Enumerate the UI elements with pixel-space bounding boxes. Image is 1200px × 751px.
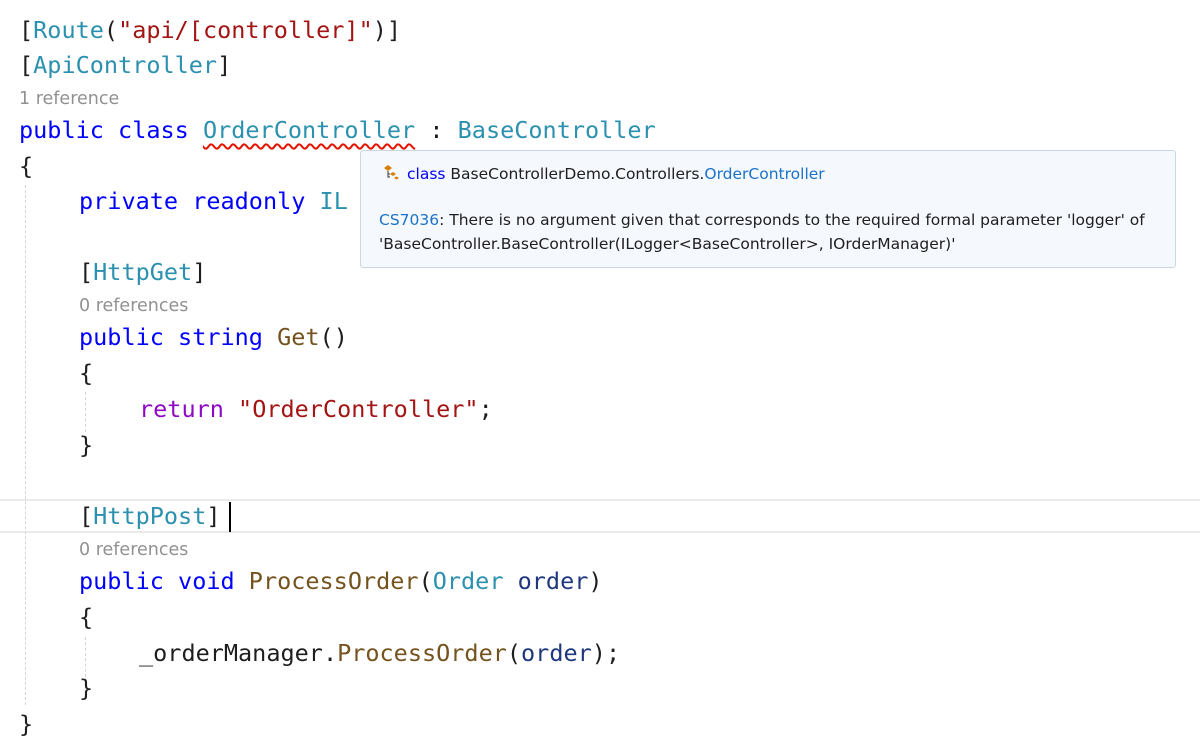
tooltip-error-line-2: 'BaseController.BaseController(ILogger<B… (379, 235, 956, 253)
bracket: ] (206, 502, 221, 530)
code-line-httpget-attribute[interactable]: [HttpGet] (79, 254, 206, 290)
method-name-get[interactable]: Get (277, 323, 320, 351)
brace: } (79, 674, 94, 702)
code-line-class-close-brace[interactable]: } (19, 706, 33, 742)
code-line-field-declaration[interactable]: private readonly IL (79, 183, 348, 219)
brace: { (79, 359, 94, 387)
attribute-name: HttpGet (93, 258, 193, 286)
tooltip-header: class BaseControllerDemo.Controllers.Ord… (381, 164, 825, 183)
bracket: ] (217, 51, 232, 79)
keyword-private: private (79, 187, 179, 215)
tooltip-class-link[interactable]: OrderController (704, 165, 825, 183)
bracket: [ (79, 502, 94, 530)
code-line-get-close-brace[interactable]: } (79, 427, 93, 463)
field-reference[interactable]: _orderManager (139, 639, 323, 667)
indent-guide-get (85, 392, 86, 432)
paren: ) (588, 567, 603, 595)
dot: . (322, 639, 338, 667)
brace: } (19, 710, 34, 738)
parameter-type[interactable]: Order (432, 567, 504, 595)
bracket: ] (386, 16, 402, 44)
code-line-route-attribute[interactable]: [Route("api/[controller]")] (19, 12, 401, 48)
current-line-highlight (0, 499, 1200, 533)
code-line-get-declaration[interactable]: public string Get() (79, 319, 348, 355)
code-line-class-declaration[interactable]: public class OrderController : BaseContr… (19, 112, 656, 148)
keyword-public: public (79, 567, 164, 595)
paren: ) (372, 16, 387, 44)
tooltip-error-message: CS7036: There is no argument given that … (379, 208, 1145, 256)
codelens-class-references[interactable]: 1 reference (19, 89, 120, 109)
error-code-link[interactable]: CS7036 (379, 211, 440, 229)
bracket: [ (19, 51, 34, 79)
code-line-processorder-close-brace[interactable]: } (79, 670, 93, 706)
indent-guide-class (25, 185, 26, 705)
code-line-processorder-call[interactable]: _orderManager.ProcessOrder(order); (139, 635, 620, 671)
parameter-name: order (517, 567, 589, 595)
argument: order (521, 639, 592, 667)
bracket: ] (192, 258, 207, 286)
code-line-processorder-open-brace[interactable]: { (79, 599, 93, 635)
code-line-get-return[interactable]: return "OrderController"; (139, 391, 493, 427)
field-type-partial: IL (319, 187, 348, 215)
method-call[interactable]: ProcessOrder (337, 639, 507, 667)
brace: { (79, 603, 94, 631)
keyword-readonly: readonly (192, 187, 306, 215)
paren: ( (418, 567, 433, 595)
tooltip-error-line-1: CS7036: There is no argument given that … (379, 208, 1145, 232)
paren: ( (506, 639, 522, 667)
semicolon: ; (605, 639, 621, 667)
paren: ( (103, 16, 119, 44)
class-name-with-error[interactable]: OrderController (202, 116, 416, 144)
attribute-name: HttpPost (93, 502, 207, 530)
indent-guide-post (85, 637, 86, 677)
keyword-public: public (79, 323, 164, 351)
brace: { (19, 152, 34, 180)
parens: () (319, 323, 348, 351)
attribute-name: Route (33, 16, 104, 44)
text-caret (229, 502, 231, 532)
paren: ) (591, 639, 606, 667)
colon: : (429, 116, 444, 144)
bracket: [ (19, 16, 34, 44)
keyword-class: class (118, 116, 189, 144)
string-literal: "OrderController" (238, 395, 479, 423)
code-line-get-open-brace[interactable]: { (79, 355, 93, 391)
attribute-name: ApiController (33, 51, 218, 79)
keyword-string: string (178, 323, 263, 351)
class-icon (381, 164, 401, 182)
quick-info-tooltip[interactable]: class BaseControllerDemo.Controllers.Ord… (360, 150, 1176, 268)
error-text: : There is no argument given that corres… (439, 211, 1145, 229)
codelens-processorder-references[interactable]: 0 references (79, 540, 189, 560)
code-line-class-open-brace[interactable]: { (19, 148, 33, 184)
code-line-httppost-attribute[interactable]: [HttpPost] (79, 498, 221, 534)
brace: } (79, 431, 94, 459)
tooltip-namespace: BaseControllerDemo.Controllers. (450, 165, 705, 183)
codelens-get-references[interactable]: 0 references (79, 296, 189, 316)
method-name-processorder[interactable]: ProcessOrder (248, 567, 419, 595)
code-line-apicontroller-attribute[interactable]: [ApiController] (19, 47, 231, 83)
semicolon: ; (478, 395, 493, 423)
string-literal: "api/[controller]" (118, 16, 373, 44)
tooltip-kind: class (407, 165, 446, 183)
keyword-void: void (178, 567, 235, 595)
bracket: [ (79, 258, 94, 286)
base-class-name[interactable]: BaseController (457, 116, 656, 144)
code-line-processorder-declaration[interactable]: public void ProcessOrder(Order order) (79, 563, 603, 599)
keyword-public: public (19, 116, 104, 144)
keyword-return: return (139, 395, 224, 423)
